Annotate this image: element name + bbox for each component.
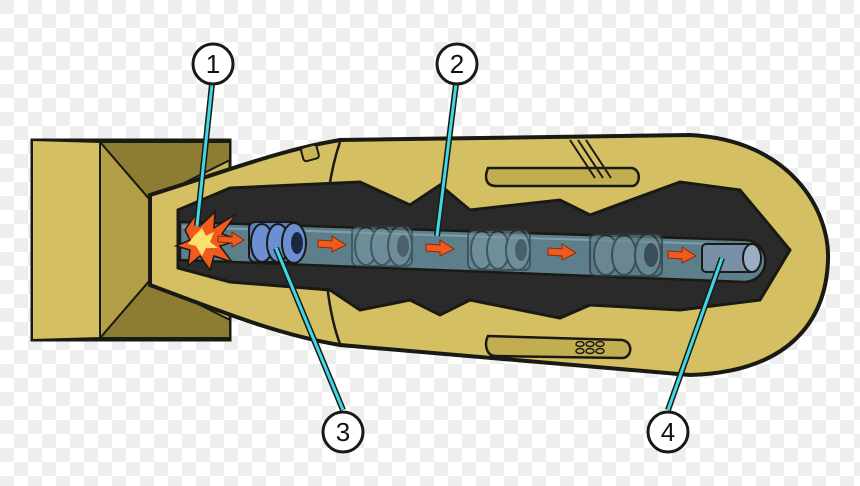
projectile-ghost [352, 226, 412, 266]
callout-1-label: 1 [206, 49, 220, 79]
projectile-ghost [590, 234, 662, 276]
callout-3: 3 [323, 412, 363, 452]
callout-4: 4 [648, 412, 688, 452]
uranium-target [702, 244, 761, 272]
callout-2: 2 [437, 44, 477, 84]
callout-4-label: 4 [661, 417, 675, 447]
projectile-ghost [468, 230, 530, 270]
callout-2-label: 2 [450, 49, 464, 79]
callout-3-label: 3 [336, 417, 350, 447]
callout-1: 1 [193, 44, 233, 84]
